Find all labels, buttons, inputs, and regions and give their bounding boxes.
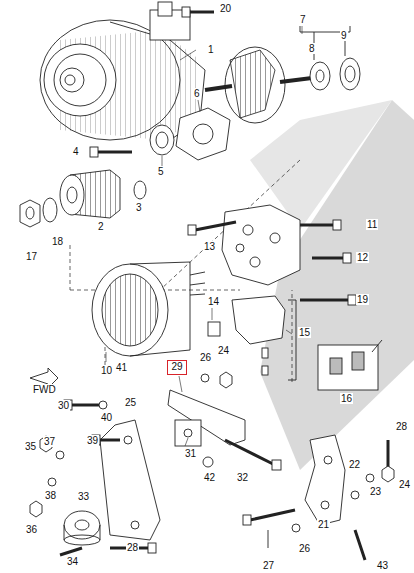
- highlight-box: 29: [167, 360, 187, 375]
- callout-number: FWD: [32, 384, 57, 395]
- callout-number: 18: [51, 236, 64, 247]
- callout-number: 24: [398, 479, 411, 490]
- callout-number: 9: [340, 30, 348, 41]
- callout-number: 33: [77, 491, 90, 502]
- callout-number: 27: [262, 560, 275, 571]
- callout-number: 17: [25, 251, 38, 262]
- callout-number: 11: [366, 219, 378, 230]
- callout-number: 30: [57, 400, 70, 411]
- callout-number: 35: [24, 441, 37, 452]
- callout-number: 10: [100, 365, 113, 376]
- callout-number: 7: [299, 14, 307, 25]
- callout-number: 39: [86, 435, 99, 446]
- callout-number: 32: [236, 472, 249, 483]
- callout-number: 19: [356, 294, 369, 305]
- callout-number: 4: [72, 146, 80, 157]
- callout-number: 29: [168, 361, 186, 372]
- callout-number: 22: [348, 459, 361, 470]
- callout-number: 16: [340, 393, 353, 404]
- callout-number: 34: [66, 556, 79, 567]
- callout-number: 42: [203, 472, 216, 483]
- callout-number: 8: [308, 43, 316, 54]
- callout-number: 6: [193, 88, 201, 99]
- callout-number: 37: [43, 436, 56, 447]
- callout-number: 3: [135, 202, 143, 213]
- callout-number: 15: [298, 327, 311, 338]
- callout-number: 20: [219, 3, 232, 14]
- callout-number: 28: [126, 542, 139, 553]
- callout-number: 38: [44, 490, 57, 501]
- callout-number: 28: [395, 421, 408, 432]
- callout-number: 25: [124, 397, 137, 408]
- callout-number: 21: [317, 519, 330, 530]
- callout-number: 13: [203, 241, 216, 252]
- callout-number: 2: [97, 221, 105, 232]
- callout-number: 43: [376, 560, 389, 571]
- callout-number: 1: [207, 44, 215, 55]
- callout-number: 24: [217, 345, 230, 356]
- callout-number: 26: [298, 543, 311, 554]
- callout-number: 5: [157, 166, 165, 177]
- callout-number: 12: [356, 252, 369, 263]
- callout-number: 14: [207, 296, 220, 307]
- callout-number: 26: [199, 352, 212, 363]
- callout-number: 40: [100, 412, 113, 423]
- callout-number: 36: [25, 524, 38, 535]
- callout-number: 41: [115, 362, 128, 373]
- callout-number: 23: [369, 486, 382, 497]
- callout-number: 31: [184, 448, 197, 459]
